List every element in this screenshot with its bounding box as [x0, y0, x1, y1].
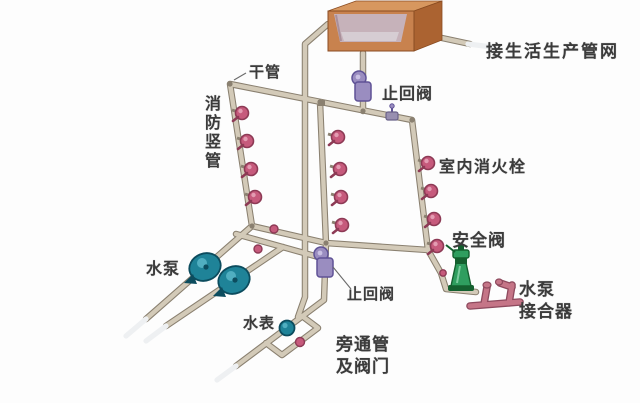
gate-valve-icon	[385, 103, 399, 121]
pipe-end-fade	[126, 44, 492, 380]
safety-valve-icon	[445, 244, 474, 291]
label-connect-network: 接生活生产管网	[486, 42, 619, 61]
pump-coupler-icon	[466, 278, 524, 310]
label-indoor-hydrant: 室内消火栓	[439, 159, 527, 176]
label-pump-coupler-line2: 接合器	[519, 302, 573, 321]
pipe-network	[126, 24, 492, 380]
label-pump-coupler-line1: 水泵	[519, 280, 555, 299]
fire-hydrant	[326, 129, 346, 147]
label-bypass-line1: 旁通管	[336, 335, 390, 354]
label-water-meter: 水表	[243, 316, 276, 332]
fire-hydrant	[330, 217, 350, 235]
label-check-valve-bottom: 止回阀	[347, 287, 396, 303]
fire-hydrant	[328, 161, 348, 179]
water-tank	[327, 0, 443, 52]
check-valve-bottom-icon	[313, 246, 334, 278]
label-fire-riser: 消防竖管	[202, 95, 219, 171]
label-main-pipe: 干管	[249, 65, 282, 81]
leader-lines	[233, 72, 352, 290]
label-bypass-line2: 及阀门	[336, 357, 390, 376]
label-check-valve-top: 止回阀	[382, 86, 434, 103]
bypass-valve-icon	[294, 336, 306, 348]
fire-hydrant	[329, 189, 349, 207]
label-water-pump: 水泵	[146, 261, 181, 278]
check-valve-top-icon	[351, 70, 372, 102]
water-meter-icon	[278, 319, 296, 337]
pipe-fittings	[253, 224, 447, 348]
label-safety-valve: 安全阀	[452, 231, 506, 250]
riser-top-fitting	[318, 100, 325, 106]
